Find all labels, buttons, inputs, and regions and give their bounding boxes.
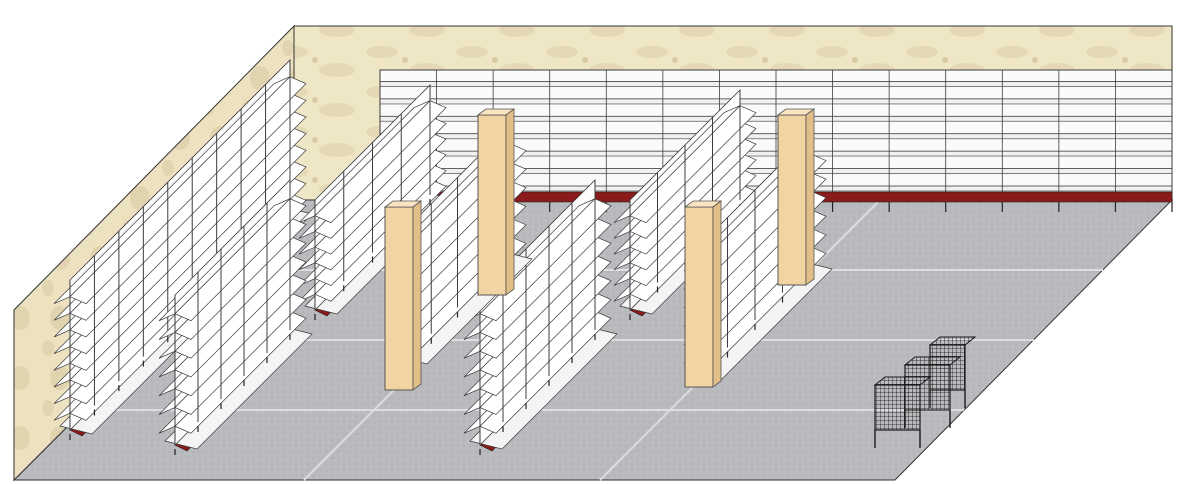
island-gondola-r2c1 <box>158 179 313 455</box>
column-side <box>505 108 515 296</box>
column-side <box>805 108 815 286</box>
basket-section <box>928 336 977 408</box>
column-front <box>384 206 414 391</box>
column-front <box>684 206 714 388</box>
basket-mesh <box>929 344 966 391</box>
structural-column <box>476 108 516 296</box>
left-gondola-run <box>53 59 313 440</box>
shelf <box>174 198 307 322</box>
shelf <box>629 105 757 224</box>
structural-columns <box>383 108 816 391</box>
wire-basket-bin <box>873 336 977 448</box>
column-front <box>477 114 507 296</box>
island-gondola-r2c2 <box>463 179 618 455</box>
shelf <box>314 100 447 224</box>
column-side <box>412 200 422 391</box>
column-front <box>777 114 807 286</box>
structural-column <box>776 108 816 286</box>
left-wall-gondola <box>53 59 313 440</box>
structural-column <box>683 200 723 388</box>
structural-column <box>383 200 423 391</box>
column-side <box>712 200 722 388</box>
basket-top <box>928 336 977 346</box>
